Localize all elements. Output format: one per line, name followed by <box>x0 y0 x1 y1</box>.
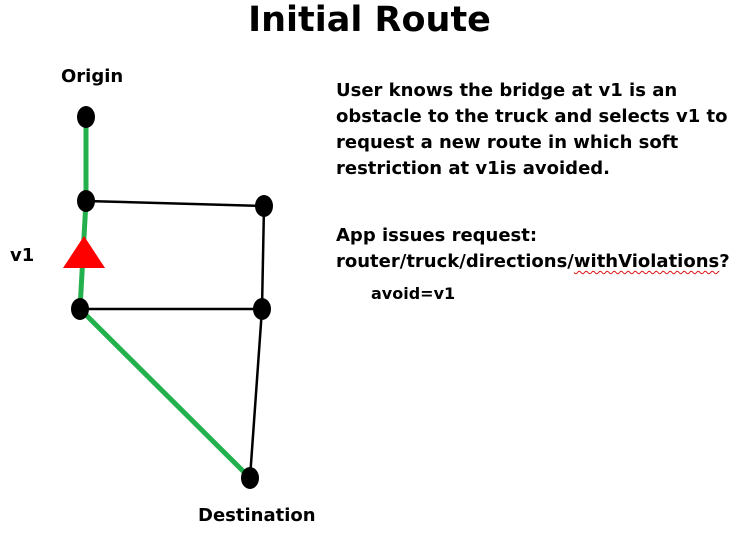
request-heading: App issues request: <box>336 225 538 246</box>
origin-node <box>77 106 95 128</box>
destination-node <box>241 467 259 489</box>
destination-label: Destination <box>198 505 316 526</box>
node-lower-right <box>253 298 271 320</box>
request-path-flagged-word: withViolations <box>573 251 720 272</box>
node-lower-left <box>71 298 89 320</box>
request-param: avoid=v1 <box>371 284 456 303</box>
request-path-prefix: router/truck/directions/ <box>336 251 574 272</box>
request-path-suffix: ? <box>719 251 730 272</box>
edge-node5-destination <box>248 308 264 479</box>
node-upper-left <box>77 190 95 212</box>
edge-node2-node3 <box>85 199 265 208</box>
node-upper-right <box>255 195 273 217</box>
v1-label: v1 <box>10 245 35 266</box>
warning-triangle-icon[interactable] <box>63 236 105 268</box>
request-path: router/truck/directions/withViolations? <box>336 249 730 275</box>
route-node4-destination <box>78 307 252 480</box>
description-text: User knows the bridge at v1 is an obstac… <box>336 80 728 179</box>
origin-label: Origin <box>61 66 124 87</box>
page-title: Initial Route <box>248 0 491 40</box>
edge-node3-node5 <box>260 205 266 310</box>
